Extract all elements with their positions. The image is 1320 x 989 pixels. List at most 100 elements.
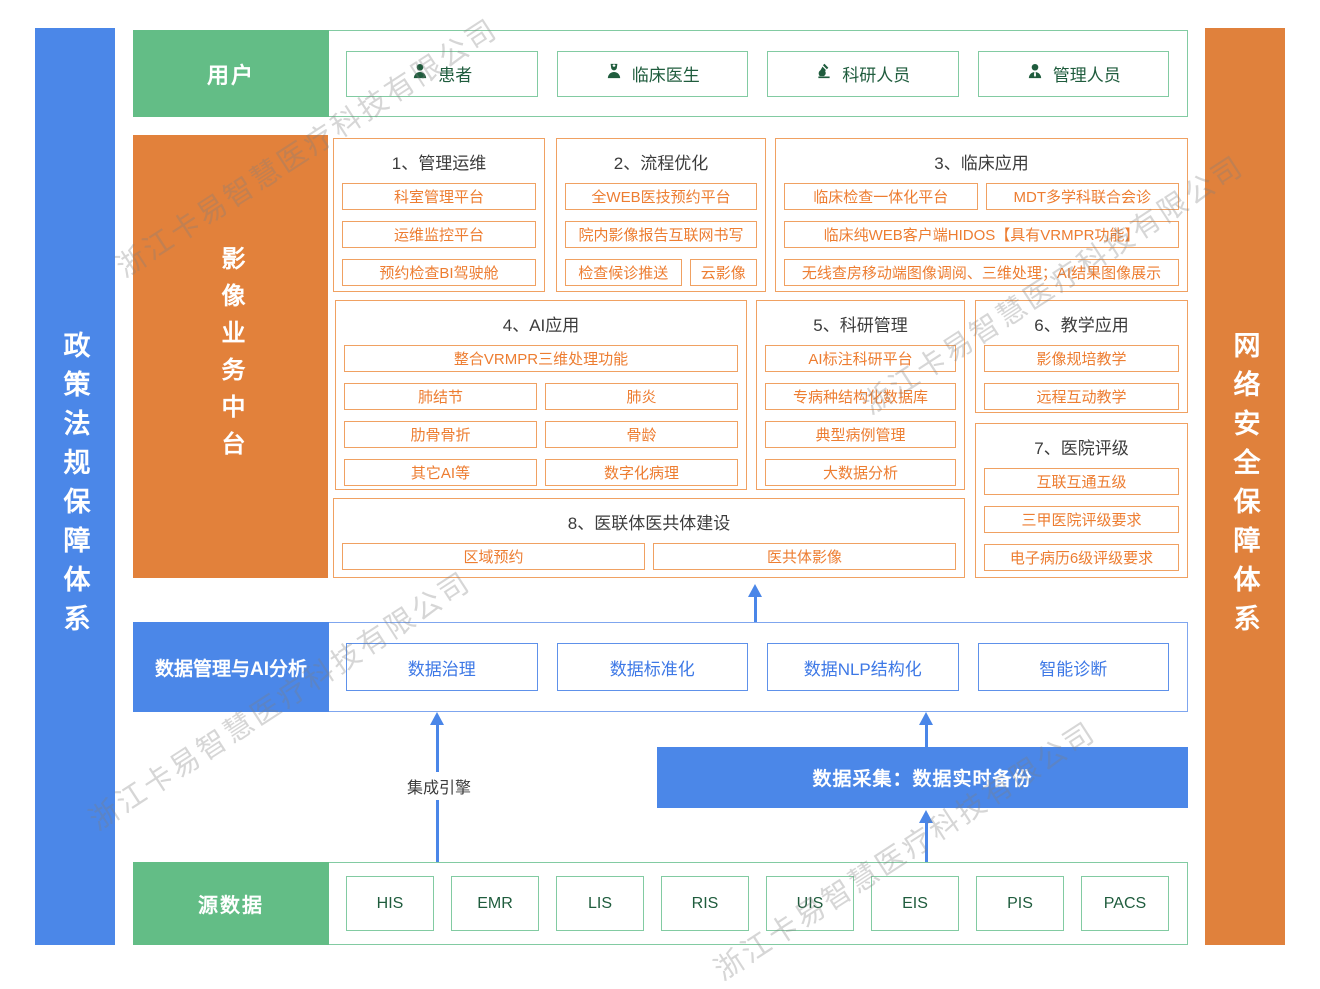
section-item: 肺结节 — [344, 383, 537, 410]
imaging-platform-label: 影像业务中台 — [217, 245, 244, 468]
section-row: 远程互动教学 — [984, 383, 1179, 410]
section-title: 8、医联体医共体建设 — [567, 514, 731, 533]
section-row: 肋骨骨折骨龄 — [344, 421, 738, 448]
user-item: 临床医生 — [556, 50, 748, 97]
section-item: 预约检查BI驾驶舱 — [342, 259, 536, 286]
section-s6: 6、教学应用影像规培教学远程互动教学 — [975, 300, 1188, 413]
section-item: 专病种结构化数据库 — [765, 383, 956, 410]
section-s8: 8、医联体医共体建设区域预约医共体影像 — [333, 498, 965, 578]
section-row: 影像规培教学 — [984, 345, 1179, 372]
source-to-collection-arrow-head — [919, 810, 933, 823]
section-item: 影像规培教学 — [984, 345, 1179, 372]
policy-regulation-sidebar: 政策法规保障体系 — [35, 28, 115, 945]
section-item: 数字化病理 — [545, 459, 738, 486]
integration-engine-arrow-head — [430, 712, 444, 725]
user-band-label: 用户 — [133, 30, 329, 117]
section-item: 全WEB医技预约平台 — [565, 183, 757, 210]
section-item: 区域预约 — [342, 543, 645, 570]
section-row: 互联互通五级 — [984, 468, 1179, 495]
source-system-item: RIS — [661, 876, 749, 931]
source-system-item: PIS — [976, 876, 1064, 931]
section-row: 三甲医院评级要求 — [984, 506, 1179, 533]
section-item: 整合VRMPR三维处理功能 — [344, 345, 738, 372]
section-s7: 7、医院评级互联互通五级三甲医院评级要求电子病历6级评级要求 — [975, 423, 1188, 578]
section-item: 电子病历6级评级要求 — [984, 544, 1179, 571]
patient-icon — [411, 62, 429, 85]
section-title: 7、医院评级 — [1034, 439, 1129, 458]
source-system-item: PACS — [1081, 876, 1169, 931]
section-item: 肋骨骨折 — [344, 421, 537, 448]
source-system-item: EIS — [871, 876, 959, 931]
section-item: 云影像 — [689, 259, 757, 286]
source-to-collection-arrow-line — [925, 823, 928, 862]
source-system-item: HIS — [346, 876, 434, 931]
data-management-items: 数据治理数据标准化数据NLP结构化智能诊断 — [346, 623, 1169, 711]
data-management-label: 数据管理与AI分析 — [133, 622, 329, 712]
user-band: 用户 患者 临床医生 科研人员 管理人员 — [133, 30, 1188, 117]
microscope-icon — [815, 62, 833, 85]
source-system-item: EMR — [451, 876, 539, 931]
section-item: 运维监控平台 — [342, 221, 536, 248]
data-collection-box: 数据采集：数据实时备份 — [657, 747, 1188, 808]
section-row: 专病种结构化数据库 — [765, 383, 956, 410]
section-item: 医共体影像 — [653, 543, 956, 570]
source-data-items: HIS EMR LIS RIS UIS EIS PIS PACS — [346, 863, 1169, 944]
section-item: 典型病例管理 — [765, 421, 956, 448]
section-row: 电子病历6级评级要求 — [984, 544, 1179, 571]
section-item: 三甲医院评级要求 — [984, 506, 1179, 533]
section-title: 3、临床应用 — [934, 154, 1029, 173]
admin-icon — [1026, 62, 1044, 85]
section-row: 预约检查BI驾驶舱 — [342, 259, 536, 286]
section-row: 检查候诊推送云影像 — [565, 259, 757, 286]
section-title: 1、管理运维 — [391, 154, 487, 173]
data-mgmt-item: 智能诊断 — [977, 643, 1169, 691]
section-item: 其它AI等 — [344, 459, 537, 486]
doctor-icon — [605, 62, 623, 85]
section-title: 2、流程优化 — [613, 154, 709, 173]
section-item: AI标注科研平台 — [765, 345, 956, 372]
data-mgmt-item: 数据治理 — [346, 643, 538, 691]
section-row: 全WEB医技预约平台 — [565, 183, 757, 210]
imaging-platform-label-box: 影像业务中台 — [133, 135, 328, 578]
user-items: 患者 临床医生 科研人员 管理人员 — [346, 31, 1169, 116]
section-item: 无线查房移动端图像调阅、三维处理；AI结果图像展示 — [784, 259, 1179, 286]
arrow-up-to-platform-line — [754, 596, 757, 622]
section-title: 5、科研管理 — [813, 316, 908, 335]
section-item: 互联互通五级 — [984, 468, 1179, 495]
source-system-item: LIS — [556, 876, 644, 931]
user-item-label: 临床医生 — [631, 66, 700, 85]
section-s2: 2、流程优化全WEB医技预约平台院内影像报告互联网书写检查候诊推送云影像 — [556, 138, 766, 292]
section-row: 肺结节肺炎 — [344, 383, 738, 410]
section-item: 远程互动教学 — [984, 383, 1179, 410]
section-row: 整合VRMPR三维处理功能 — [344, 345, 738, 372]
section-s1: 1、管理运维科室管理平台运维监控平台预约检查BI驾驶舱 — [333, 138, 545, 292]
data-mgmt-item: 数据NLP结构化 — [767, 643, 959, 691]
section-item: 检查候诊推送 — [565, 259, 682, 286]
collection-to-data-mgmt-arrow-line — [925, 724, 928, 747]
source-data-label: 源数据 — [133, 862, 329, 945]
section-row: 大数据分析 — [765, 459, 956, 486]
section-row: 院内影像报告互联网书写 — [565, 221, 757, 248]
source-system-item: UIS — [766, 876, 854, 931]
data-mgmt-item: 数据标准化 — [556, 643, 748, 691]
section-title: 6、教学应用 — [1034, 316, 1129, 335]
network-security-label: 网络安全保障体系 — [1229, 330, 1260, 643]
user-item: 患者 — [346, 50, 538, 97]
policy-regulation-label: 政策法规保障体系 — [59, 330, 90, 643]
section-s5: 5、科研管理 AI标注科研平台专病种结构化数据库典型病例管理大数据分析 — [756, 300, 965, 490]
source-data-band: 源数据 HIS EMR LIS RIS UIS EIS PIS PACS — [133, 862, 1188, 945]
section-item: 大数据分析 — [765, 459, 956, 486]
arrow-up-to-platform-head — [748, 584, 762, 597]
user-item: 管理人员 — [977, 50, 1169, 97]
user-item: 科研人员 — [767, 50, 959, 97]
section-row: 无线查房移动端图像调阅、三维处理；AI结果图像展示 — [784, 259, 1179, 286]
user-item-label: 患者 — [438, 66, 473, 85]
section-item: 骨龄 — [545, 421, 738, 448]
section-s4: 4、AI应用整合VRMPR三维处理功能肺结节肺炎肋骨骨折骨龄其它AI等数字化病理 — [335, 300, 747, 490]
section-item: 院内影像报告互联网书写 — [565, 221, 757, 248]
section-item: 科室管理平台 — [342, 183, 536, 210]
section-item: 临床纯WEB客户端HIDOS【具有VRMPR功能】 — [784, 221, 1179, 248]
user-item-label: 管理人员 — [1052, 66, 1121, 85]
section-row: AI标注科研平台 — [765, 345, 956, 372]
